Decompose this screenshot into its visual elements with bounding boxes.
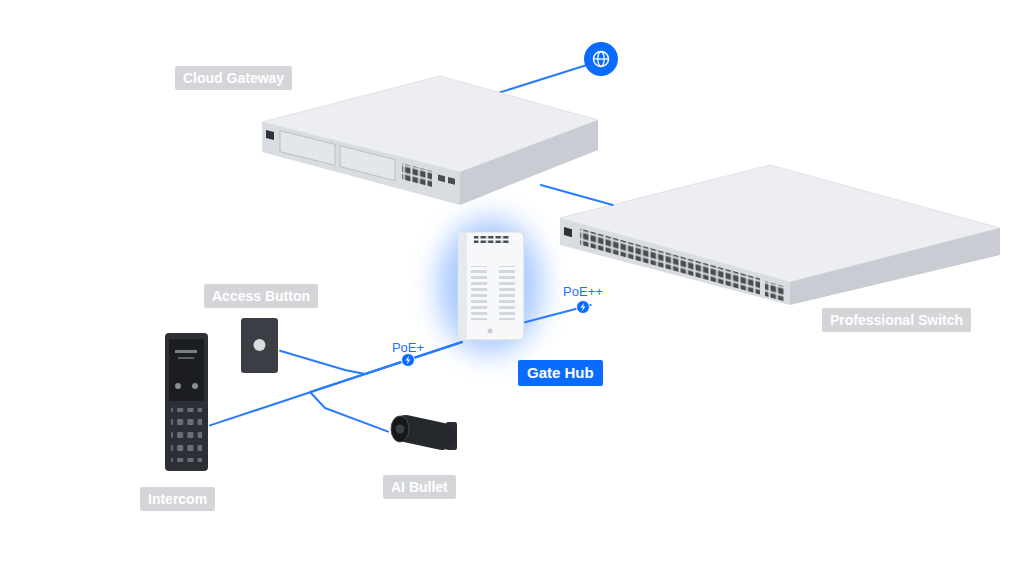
hub-ports <box>474 236 510 243</box>
device-node: Access Button <box>240 316 280 374</box>
switch-face-details <box>564 224 785 301</box>
screen-icon <box>192 383 198 389</box>
device-label: Cloud Gateway <box>175 66 292 90</box>
ethernet-ports <box>580 229 760 295</box>
device-label: Intercom <box>140 487 215 511</box>
device-label: AI Bullet <box>383 475 456 499</box>
power-bolt <box>406 356 411 365</box>
intercom-screen <box>169 339 204 401</box>
device-node: Gate Hub <box>455 232 525 342</box>
drive-bay <box>340 146 395 181</box>
ethernet-ports <box>402 163 432 187</box>
device-node: Professional Switch <box>560 205 1000 305</box>
globe-equator <box>594 58 609 59</box>
sfp-port <box>448 177 455 185</box>
switch-side <box>790 228 1000 305</box>
hub-side <box>458 232 467 340</box>
camera-lens-ring <box>391 416 409 442</box>
hub-vents <box>499 266 515 320</box>
device-node: Cloud Gateway <box>262 100 598 185</box>
screen-icon <box>175 383 181 389</box>
network-cable <box>310 342 462 432</box>
power-label: PoE+ <box>392 340 424 355</box>
network-cable <box>541 185 613 205</box>
camera-lens <box>396 425 405 434</box>
hub-vents <box>471 266 487 320</box>
globe-badge <box>584 42 618 76</box>
device-node: AI Bullet <box>388 410 466 464</box>
power-port <box>266 130 274 140</box>
spacer <box>540 185 612 207</box>
access-button-body <box>241 318 278 373</box>
hub-logo <box>488 329 493 334</box>
screen-line <box>178 357 194 359</box>
device-label: Professional Switch <box>822 308 971 332</box>
power-port <box>564 227 572 237</box>
camera-body <box>390 413 458 453</box>
globe-outline <box>594 52 609 67</box>
device-node: Intercom <box>163 333 210 473</box>
intercom-keypad <box>171 408 202 462</box>
device-label: Gate Hub <box>518 360 603 386</box>
hub-body <box>458 232 524 340</box>
gateway-side <box>460 120 598 205</box>
device-label: Access Button <box>204 284 318 308</box>
switch-front <box>560 218 790 305</box>
power-badge <box>577 301 590 314</box>
drive-bay <box>280 131 335 166</box>
gateway-face-details <box>266 127 455 196</box>
sfp-ports <box>765 281 785 302</box>
power-bolt <box>581 303 586 312</box>
gateway-front <box>262 122 460 205</box>
network-cable <box>280 342 462 374</box>
sfp-port <box>438 174 445 182</box>
power-badge <box>402 354 415 367</box>
hub-glow <box>438 218 542 354</box>
screen-line <box>175 350 197 353</box>
access-button-press <box>254 339 266 351</box>
intercom-body <box>165 333 208 471</box>
power-label: PoE++ <box>563 284 603 299</box>
